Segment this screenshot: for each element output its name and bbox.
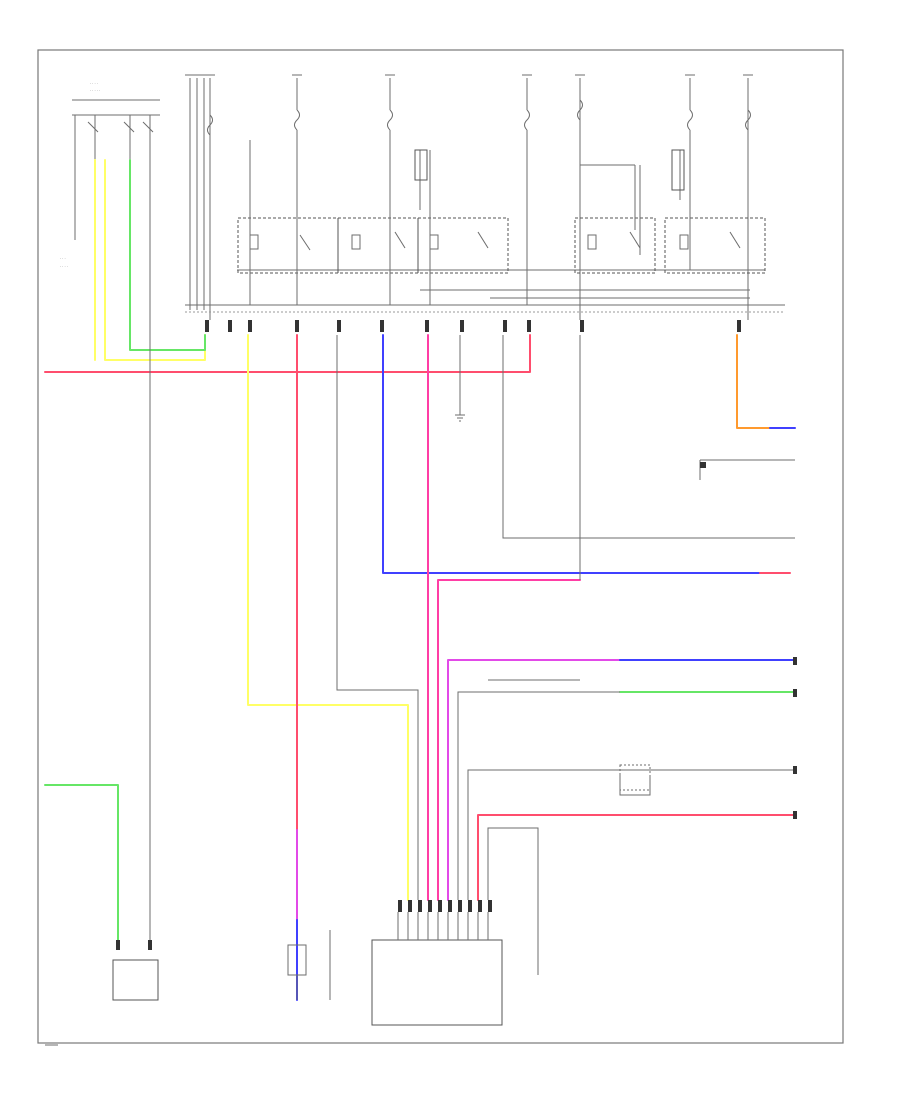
right-terminals xyxy=(700,462,797,819)
wire-magenta-right xyxy=(447,659,621,901)
svg-text:· · · · ·: · · · · · xyxy=(90,89,100,93)
diagram-frame xyxy=(37,49,844,1044)
wire-red-horizontal xyxy=(44,334,531,373)
wire-red-right xyxy=(477,814,796,901)
compressor-symbol xyxy=(287,944,307,1000)
wire-yellow-main xyxy=(247,334,409,901)
connector-row xyxy=(205,320,741,332)
wire-orange xyxy=(736,334,771,429)
wire-green-left-top xyxy=(129,159,206,351)
pressure-switch-symbol xyxy=(537,764,651,955)
fuse-block-region: · · · · · · · · · · · · · · · · xyxy=(60,74,785,320)
wire-pink-branch xyxy=(437,579,581,901)
wire-green-left-bottom xyxy=(44,784,119,946)
svg-text:· · ·: · · · xyxy=(60,257,66,261)
ground-symbol xyxy=(455,414,465,422)
svg-text:· · · ·: · · · · xyxy=(90,82,98,86)
thin-wires xyxy=(149,180,795,1000)
wire-blue-mid xyxy=(382,334,761,574)
bottom-left-component xyxy=(112,940,159,1001)
svg-text:· · · ·: · · · · xyxy=(60,265,68,269)
control-module xyxy=(371,900,503,1026)
